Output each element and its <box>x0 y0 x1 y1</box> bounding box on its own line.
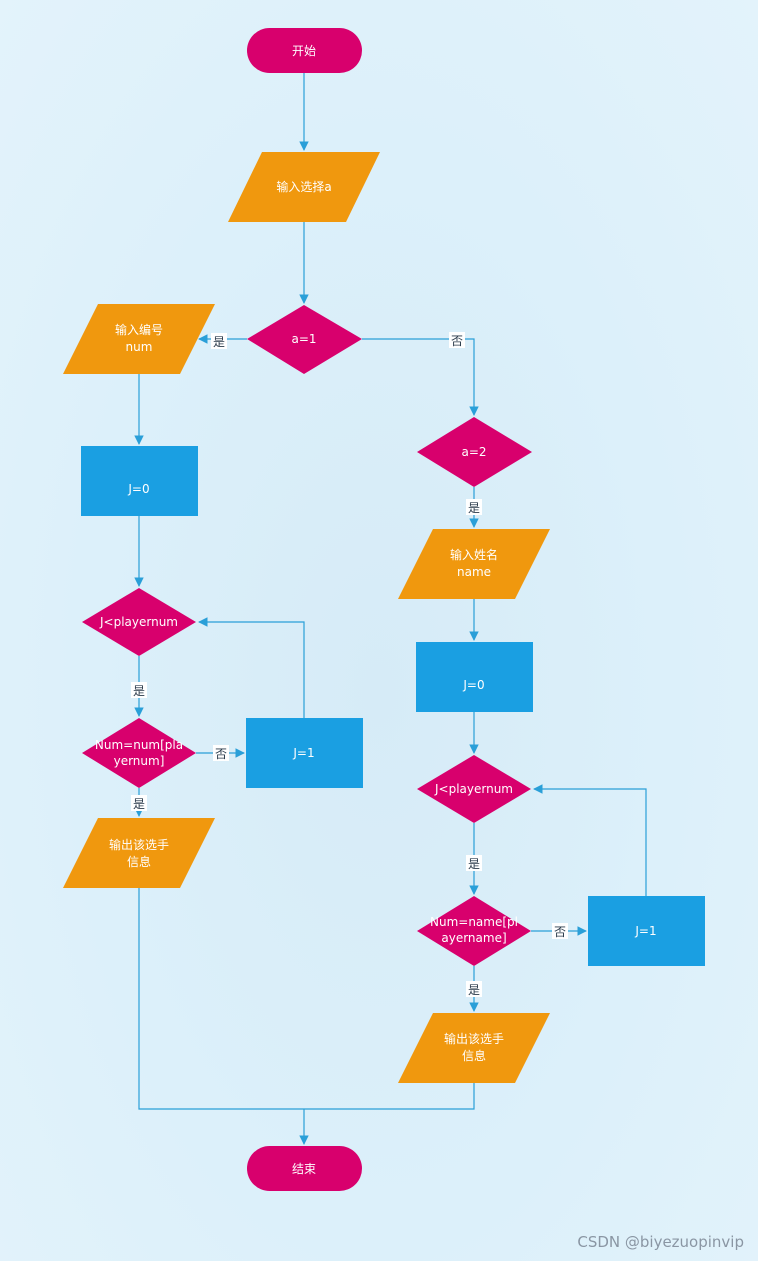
label-bg <box>552 923 568 939</box>
input-name-node <box>398 529 550 599</box>
label-bg <box>466 499 482 515</box>
watermark: CSDN @biyezuopinvip <box>577 1233 744 1251</box>
j1-left-label: J=1 <box>292 746 314 760</box>
label-bg <box>131 682 147 698</box>
decision-a1-node <box>247 305 362 374</box>
nodes: 开始 输入选择a a=1 输入编号 num J=0 J<playernum Nu… <box>63 28 705 1191</box>
input-a-node <box>228 152 380 222</box>
j0-left-node <box>81 446 198 516</box>
output-left-line2: 信息 <box>127 854 151 869</box>
end-label: 结束 <box>292 1162 316 1176</box>
edge-label-a1-yes: 是 <box>213 335 225 349</box>
input-name-line1: 输入姓名 <box>450 547 498 562</box>
decision-num-node <box>82 718 196 788</box>
decision-j-right-label: J<playernum <box>434 782 513 796</box>
label-bg <box>466 981 482 997</box>
edge-outleft-merge <box>138 887 475 1110</box>
start-node <box>247 28 362 73</box>
input-num-line2: num <box>126 340 153 354</box>
edges <box>134 73 647 1145</box>
decision-a2-label: a=2 <box>461 445 486 459</box>
decision-name-line1: Num=name[pl <box>430 915 518 929</box>
edge-j1-loop-right <box>533 784 647 896</box>
decision-name-line2: ayername] <box>441 931 506 945</box>
edge-j1-loop-left <box>198 617 305 718</box>
edge-label-jleft-yes: 是 <box>133 684 145 698</box>
j1-right-node <box>588 896 705 966</box>
input-num-node <box>63 304 215 374</box>
label-bg <box>131 795 147 811</box>
label-bg <box>466 855 482 871</box>
output-right-line2: 信息 <box>462 1048 486 1063</box>
decision-j-right-node <box>417 755 531 823</box>
input-a-label: 输入选择a <box>276 179 331 194</box>
edge-a1-no <box>362 338 479 416</box>
output-left-line1: 输出该选手 <box>109 837 169 852</box>
decision-num-line2: yernum] <box>114 754 165 768</box>
decision-j-left-node <box>82 588 196 656</box>
label-bg <box>449 332 465 348</box>
edge-labels: 是 否 是 否 是 是 是 否 是 <box>131 332 568 997</box>
edge-label-jright-yes: 是 <box>468 857 480 871</box>
end-node <box>247 1146 362 1191</box>
edge-label-a1-no: 否 <box>451 334 463 348</box>
start-label: 开始 <box>292 44 316 58</box>
edge-label-name-yes: 是 <box>468 983 480 997</box>
decision-a2-node <box>417 417 532 487</box>
edge-label-a2-yes: 是 <box>468 501 480 515</box>
output-right-line1: 输出该选手 <box>444 1031 504 1046</box>
edge-label-name-no: 否 <box>554 925 566 939</box>
j0-right-label: J=0 <box>462 678 484 692</box>
decision-a1-label: a=1 <box>291 332 316 346</box>
output-left-node <box>63 818 215 888</box>
decision-j-left-label: J<playernum <box>99 615 178 629</box>
j1-right-label: J=1 <box>634 924 656 938</box>
decision-num-line1: Num=num[pla <box>95 738 183 752</box>
edge-label-num-yes: 是 <box>133 797 145 811</box>
j1-left-node <box>246 718 363 788</box>
decision-name-node <box>417 896 531 966</box>
edge-label-num-no: 否 <box>215 747 227 761</box>
j0-left-label: J=0 <box>127 482 149 496</box>
output-right-node <box>398 1013 550 1083</box>
j0-right-node <box>416 642 533 712</box>
input-num-line1: 输入编号 <box>115 322 163 337</box>
input-name-line2: name <box>457 565 491 579</box>
label-bg <box>213 745 229 761</box>
label-bg <box>211 333 227 349</box>
